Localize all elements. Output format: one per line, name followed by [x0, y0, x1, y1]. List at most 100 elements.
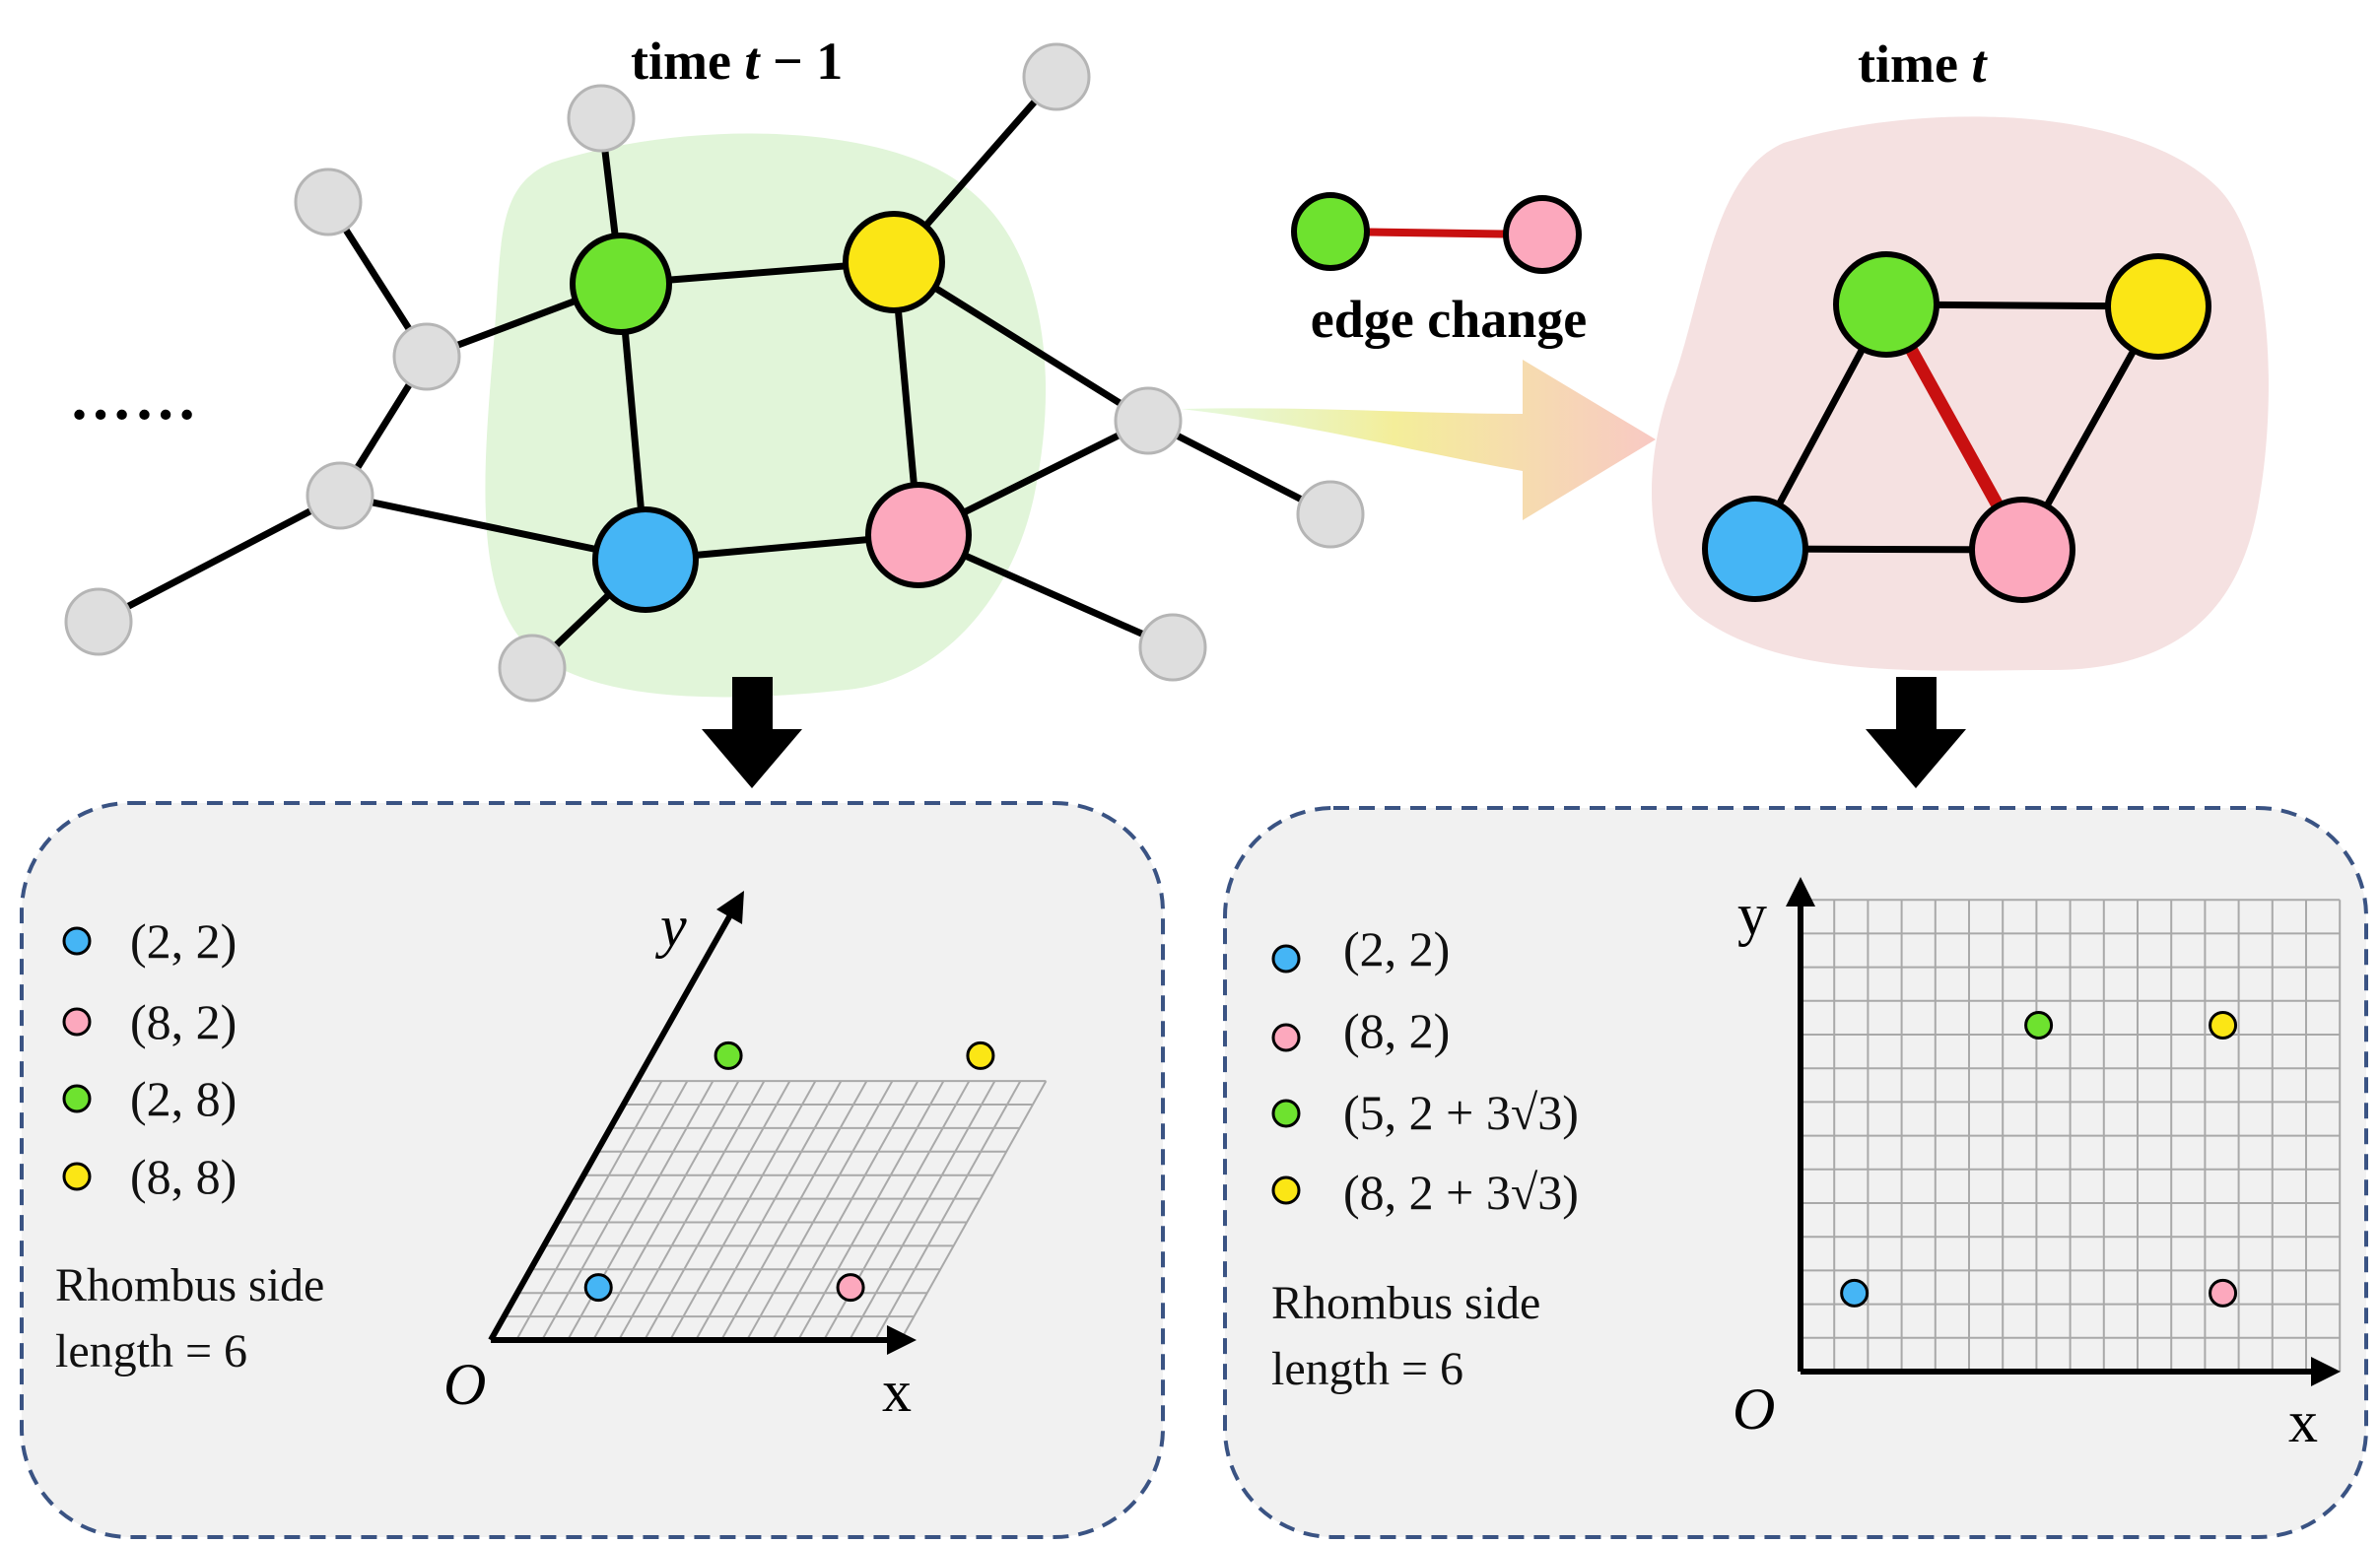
legend-marker-blue [62, 926, 92, 956]
left-panel-box [20, 801, 1165, 1539]
right-panel-box [1223, 806, 2368, 1539]
neighbor-node [64, 587, 133, 656]
grid-line [644, 1080, 791, 1341]
edge-change-label: edge change [1311, 290, 1587, 349]
left-graph-highlight [485, 133, 1047, 698]
legend-label: (5, 2 + 3√3) [1343, 1085, 1579, 1140]
plot-point [2024, 1010, 2054, 1040]
legend-marker-pink [62, 1007, 92, 1037]
right-axes [1786, 877, 2341, 1386]
edge-change: edge change [1291, 192, 1587, 349]
legend-label: (8, 2 + 3√3) [1343, 1165, 1579, 1220]
down-arrow-right [1866, 677, 1966, 788]
right-graph-core-nodes [1702, 251, 2211, 603]
legend-marker-pink [1271, 1023, 1301, 1052]
left-origin-label: O [443, 1352, 486, 1417]
grid-line [541, 1080, 689, 1341]
title-prefix: time [1858, 34, 1971, 94]
left-x-arrowhead [887, 1325, 917, 1355]
title-prefix: time [631, 32, 744, 91]
node-pink [1969, 497, 2075, 603]
grid-line [515, 1080, 663, 1341]
left-y-arrowhead [716, 891, 744, 924]
neighbor-node [1022, 42, 1091, 111]
legend-label: (8, 8) [130, 1149, 237, 1204]
right-graph-highlight [1652, 116, 2269, 671]
right-panel-note-line2: length = 6 [1271, 1343, 1463, 1395]
grid-line [592, 1080, 740, 1341]
left-graph: …… time t − 1 [64, 32, 1365, 703]
left-panel: (2, 2) (8, 2) (2, 8) (8, 8) Rhombus side… [20, 801, 1165, 1539]
grid-line [849, 1080, 996, 1341]
title-variable: t [1971, 34, 1988, 94]
plot-point [1840, 1278, 1870, 1308]
left-graph-core-nodes [570, 211, 972, 613]
down-arrows [702, 677, 1966, 788]
right-graph-title: time t [1858, 34, 1988, 94]
right-x-arrowhead [2311, 1357, 2341, 1386]
right-graph: time t [1652, 34, 2269, 671]
grid-line [797, 1080, 945, 1341]
legend-label: (8, 2) [130, 994, 237, 1049]
grid-line [746, 1080, 894, 1341]
neighbor-node [1138, 613, 1207, 682]
left-graph-neighbors [64, 42, 1365, 703]
neighbor-node [498, 634, 567, 703]
grid-line [772, 1080, 919, 1341]
node-green [1833, 251, 1939, 358]
neighbor-node [294, 168, 363, 236]
left-graph-title: time t − 1 [631, 32, 843, 91]
legend-marker-yellow [1271, 1175, 1301, 1205]
left-axis-x-label: x [882, 1359, 912, 1424]
right-panel-note-line1: Rhombus side [1271, 1277, 1540, 1329]
right-origin-label: O [1733, 1376, 1775, 1442]
node-green [570, 233, 672, 335]
plot-point [836, 1273, 865, 1303]
left-panel-note-line2: length = 6 [55, 1325, 247, 1377]
left-panel-legend: (2, 2) (8, 2) (2, 8) (8, 8) [62, 913, 237, 1204]
legend-label: (8, 2) [1343, 1003, 1450, 1058]
neighbor-node [567, 84, 636, 153]
legend-label: (2, 8) [130, 1071, 237, 1126]
right-square-grid [1801, 899, 2342, 1372]
down-arrow-left [702, 677, 802, 788]
transition-arrow [1181, 360, 1656, 520]
edge-change-pink-node [1503, 195, 1582, 274]
ellipsis: …… [69, 363, 199, 433]
right-y-arrowhead [1786, 877, 1815, 906]
neighbor-node [392, 322, 461, 391]
grid-line [900, 1080, 1048, 1341]
edge-change-green-node [1291, 192, 1370, 271]
node-pink [865, 482, 972, 588]
plot-point [966, 1041, 995, 1070]
node-yellow [843, 211, 945, 313]
plot-point [583, 1273, 613, 1303]
title-suffix: − 1 [759, 32, 843, 91]
grid-line [695, 1080, 843, 1341]
neighbor-node [1296, 480, 1365, 549]
legend-label: (2, 2) [1343, 921, 1450, 976]
plot-point [2209, 1278, 2238, 1308]
left-plot-points [583, 1041, 995, 1303]
left-panel-note-line1: Rhombus side [55, 1259, 324, 1311]
legend-marker-yellow [62, 1162, 92, 1191]
right-axis-y-label: y [1737, 882, 1767, 947]
plot-point [714, 1041, 743, 1070]
right-plot-points [1840, 1010, 2238, 1308]
node-yellow [2105, 253, 2211, 360]
grid-line [720, 1080, 868, 1341]
legend-marker-blue [1271, 944, 1301, 973]
right-panel: (2, 2) (8, 2) (5, 2 + 3√3) (8, 2 + 3√3) … [1223, 806, 2368, 1539]
left-axis-y-label: y [654, 894, 687, 959]
right-panel-legend: (2, 2) (8, 2) (5, 2 + 3√3) (8, 2 + 3√3) [1271, 921, 1579, 1220]
legend-marker-green [1271, 1099, 1301, 1128]
neighbor-node [306, 461, 374, 530]
left-y-axis [488, 911, 734, 1342]
node-blue [592, 506, 699, 613]
legend-marker-green [62, 1084, 92, 1113]
left-axes [488, 891, 917, 1355]
legend-label: (2, 2) [130, 913, 237, 969]
grid-line [669, 1080, 817, 1341]
node-blue [1702, 496, 1808, 602]
